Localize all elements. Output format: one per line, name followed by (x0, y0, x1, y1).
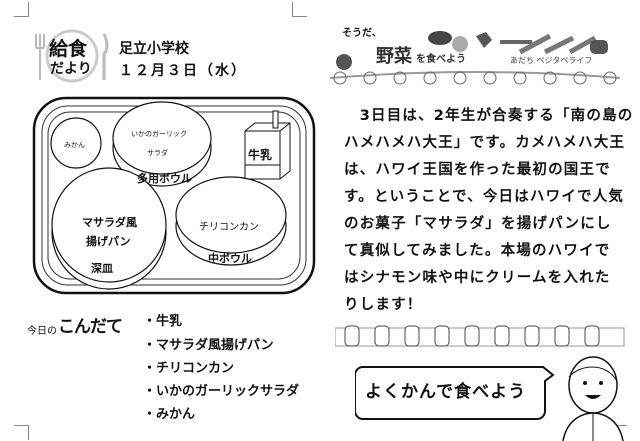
issue-date: １２月３日（水） (119, 63, 247, 79)
menu-title-small: 今日の (27, 326, 57, 337)
school-name: 足立小学校 (119, 41, 189, 57)
article-line: りします！ (344, 297, 423, 313)
menu-item: ・いかのガーリックサラダ (143, 384, 300, 399)
lunch-tray-diagram (32, 96, 316, 295)
kyushoku-dayori-logo: 給食 だより (32, 28, 112, 84)
menu-item: ・チリコンカン (143, 361, 235, 376)
banner-title-rest: を食べよう (416, 54, 466, 65)
crop-mark (14, 425, 29, 440)
article-line: はシナモン味や中にクリームを入れた (344, 270, 611, 286)
character-border-illustration (335, 325, 625, 347)
article-line: す。ということで、今日はハワイで人気 (344, 189, 625, 205)
salad-dish-label: 多用ボウル (137, 172, 192, 185)
banner-lead: そうだ、 (342, 28, 382, 39)
logo-line2: だより (50, 61, 92, 77)
article-line: は、ハワイ王国を作った最初の国王で (344, 162, 611, 178)
menu-item: ・牛乳 (143, 314, 183, 329)
salad-label-1: いかのガーリック (131, 130, 187, 138)
article-line: ハメハメハ大王」です。カメハメハ大王 (344, 135, 626, 151)
bread-label-1: マサラダ風 (82, 216, 137, 229)
crop-mark (14, 2, 29, 17)
banner-title: 野菜 (376, 46, 412, 67)
chili-label: チリコンカン (199, 222, 259, 233)
menu-item: ・みかん (143, 407, 196, 422)
article-line: 3日目は、2年生が合奏する「南の島の (344, 108, 634, 124)
fork-plate-knife-icon (35, 29, 109, 83)
mikan-label: みかん (64, 141, 85, 149)
menu-title-big: こんだて (58, 317, 123, 337)
speech-bubble-text: よくかんで食べよう (365, 382, 527, 402)
logo-line1: 給食 (49, 38, 88, 60)
chili-dish-label: 中ボウル (208, 252, 252, 265)
banner-sub: あだち ベジタベライフ (510, 56, 593, 65)
bread-dish-label: 深皿 (91, 262, 113, 275)
crop-mark (292, 2, 307, 17)
menu-item: ・マサラダ風揚げパン (143, 338, 274, 353)
vegetable-banner: そうだ、 野菜 を食べよう あだち ベジタベライフ (330, 22, 620, 88)
article-line: て真似してみました。本場のハワイで (344, 243, 611, 259)
milk-label: 牛乳 (248, 148, 273, 162)
bread-label-2: 揚げパン (86, 235, 131, 248)
vegetables-illustration (330, 31, 620, 85)
salad-label-2: サラダ (147, 149, 168, 157)
article-line: のお菓子「マサラダ」を揚げパンにし (344, 216, 612, 232)
speech-bubble-and-teacher-illustration (355, 356, 624, 441)
